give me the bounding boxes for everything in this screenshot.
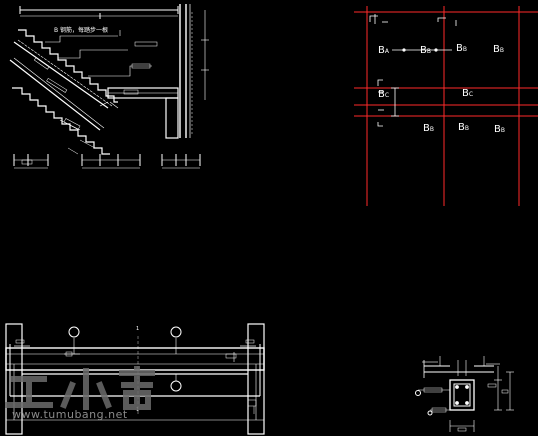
panel-label: BB xyxy=(494,124,505,135)
panel-label: BC xyxy=(462,88,474,99)
panel-label: BB xyxy=(493,44,504,55)
watermark-url: www.tumubang.net xyxy=(12,408,128,421)
stair-rebar-note: B 钢筋，每踏步一根 xyxy=(54,27,109,34)
section-mark-top: 1 xyxy=(136,326,140,332)
panel-label: BB xyxy=(423,123,434,134)
panel-label: BC xyxy=(378,89,390,100)
panel-label: BB xyxy=(456,43,467,54)
panel-label: BB xyxy=(420,45,431,56)
stair-section xyxy=(9,4,209,169)
beam-section-detail xyxy=(415,356,514,432)
watermark-logo-icon xyxy=(5,366,155,410)
panel-label: BA xyxy=(378,45,389,56)
slab-plan-grid xyxy=(354,6,538,206)
panel-label: BB xyxy=(458,122,469,133)
